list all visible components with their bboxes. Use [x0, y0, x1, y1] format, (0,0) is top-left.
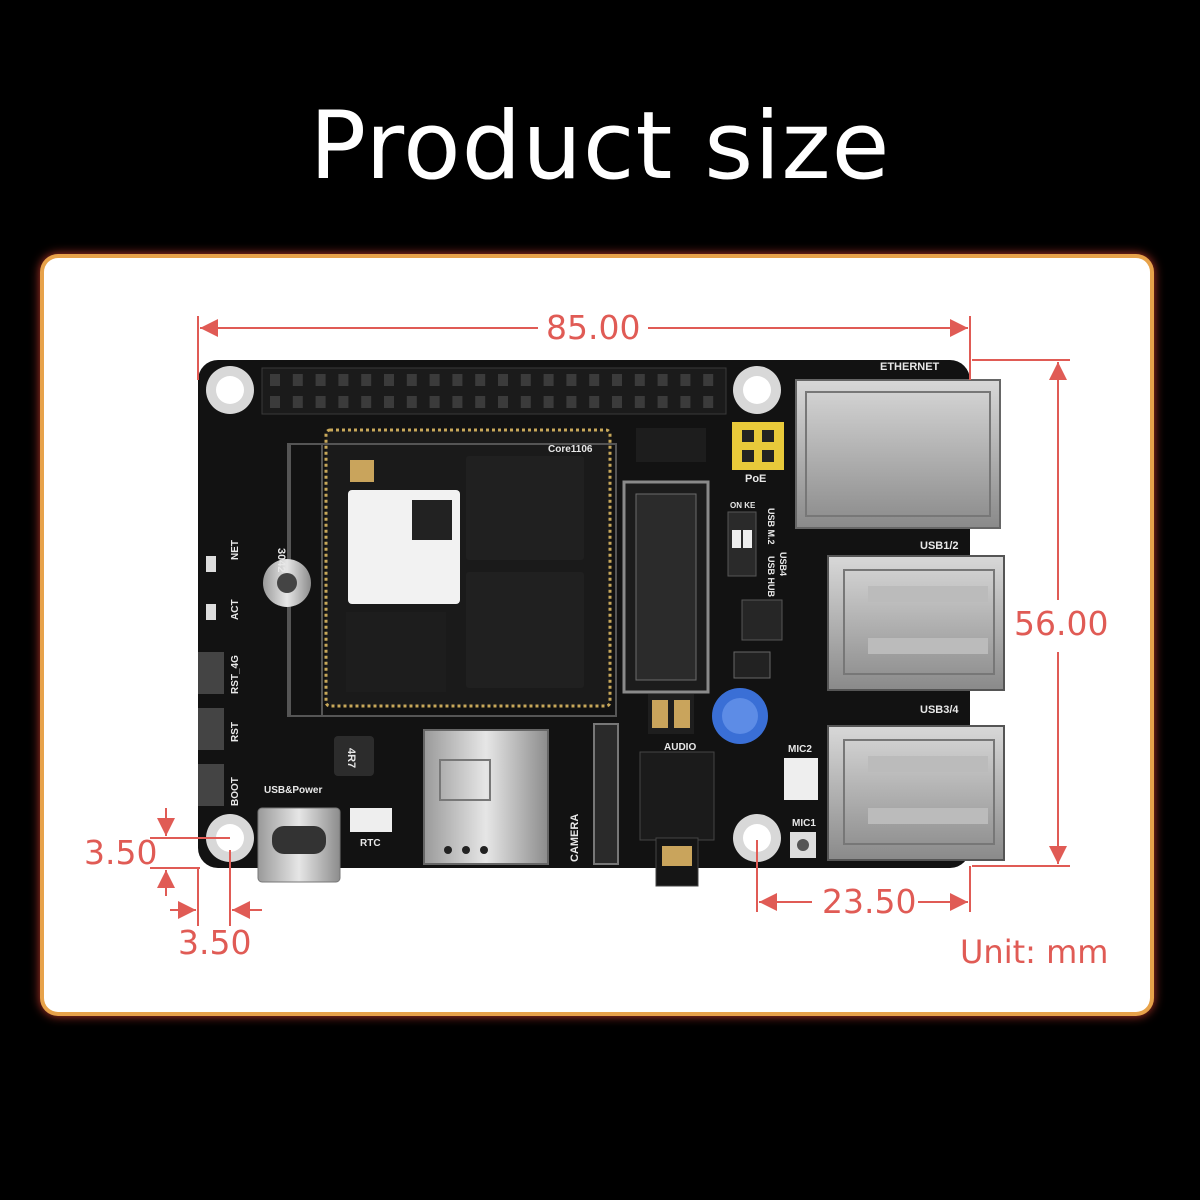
camera-connector [593, 723, 619, 865]
gpio-pin [520, 374, 531, 386]
page-title: Product size [309, 92, 891, 201]
dimension-lines [150, 316, 1070, 926]
gpio-pin [338, 396, 349, 408]
usb-port-3-4 [827, 725, 1005, 861]
rst-button [198, 708, 224, 750]
usb34-label: USB3/4 [920, 704, 959, 716]
gpio-pin [657, 396, 668, 408]
gpio-pin [315, 374, 326, 386]
inductor-label: 4R7 [345, 748, 357, 768]
usb12-label: USB1/2 [920, 540, 959, 552]
dip-label: ON KE [730, 501, 756, 510]
ram-chip [466, 572, 584, 688]
gpio-pin [680, 396, 691, 408]
net-led [206, 556, 216, 572]
gpio-pin [384, 374, 394, 386]
ethernet-port [795, 379, 1001, 529]
rst4g-label: RST_4G [230, 655, 241, 694]
mic2-connector [784, 758, 818, 800]
net-label: NET [230, 540, 241, 560]
boot-button [198, 764, 224, 806]
gpio-pin [452, 396, 463, 408]
gpio-pin [361, 396, 372, 408]
gpio-pin [703, 396, 714, 408]
mic2-label: MIC2 [788, 744, 812, 755]
usb-port-1-2 [827, 555, 1005, 691]
gpio-pin [634, 396, 645, 408]
rtc-label: RTC [360, 838, 381, 849]
poe-header [732, 422, 784, 470]
rtc-connector [350, 808, 392, 832]
gpio-pin [703, 374, 714, 386]
height-dimension: 56.00 [1014, 604, 1109, 643]
act-led [206, 604, 216, 620]
gpio-pin [612, 374, 622, 386]
audio-label: AUDIO [664, 742, 696, 753]
mounting-hole-icon [206, 366, 781, 862]
core-label: Core1106 [548, 444, 593, 455]
gpio-pin [498, 396, 508, 408]
gpio-pin [680, 374, 691, 386]
hole-offset-y-dimension: 3.50 [84, 833, 158, 872]
gpio-pin [566, 396, 577, 408]
gpio-pin [406, 396, 417, 408]
hole-offset-x-dimension: 3.50 [178, 923, 252, 962]
gpio-pin [612, 396, 622, 408]
gpio-pin [566, 374, 577, 386]
gpio-pin [361, 374, 372, 386]
gpio-pin [270, 396, 280, 408]
gpio-pin [475, 396, 486, 408]
rst-label: RST [230, 722, 241, 742]
audio-jack [639, 751, 715, 841]
inductor [334, 736, 374, 776]
unit-label: Unit: mm [960, 933, 1109, 971]
gpio-pin [429, 374, 440, 386]
gpio-pin [315, 396, 326, 408]
poe-label: PoE [745, 473, 766, 485]
gpio-pin [520, 396, 531, 408]
mic1-label: MIC1 [792, 818, 816, 829]
gpio-pin [292, 396, 303, 408]
gpio-header [261, 367, 727, 415]
gpio-pin [589, 396, 600, 408]
rst4g-button [198, 652, 224, 694]
hole-spacing-dimension: 23.50 [822, 882, 917, 921]
gpio-pin [429, 396, 440, 408]
slot-3042-label: 3042 [275, 548, 287, 572]
width-dimension: 85.00 [546, 308, 641, 347]
usb4-label: USB4 [778, 552, 788, 576]
gpio-pin [270, 374, 280, 386]
gpio-pin [384, 396, 394, 408]
gpio-pin [498, 374, 508, 386]
soc-chip [466, 456, 584, 560]
boot-label: BOOT [230, 777, 241, 806]
gpio-pin [452, 374, 463, 386]
gpio-pin [406, 374, 417, 386]
gpio-pin [543, 374, 554, 386]
usb-m2-label: USB M.2 [766, 508, 776, 545]
sd-card-slot [423, 729, 549, 865]
gpio-pin [543, 396, 554, 408]
ethernet-label: ETHERNET [880, 361, 940, 373]
camera-label: CAMERA [569, 814, 581, 862]
usb-power-label: USB&Power [264, 785, 322, 796]
gpio-pin [338, 374, 349, 386]
gpio-pin [292, 374, 303, 386]
usb-hub-label: USB HUB [766, 556, 776, 598]
act-label: ACT [230, 599, 241, 620]
gpio-pin [475, 374, 486, 386]
gpio-pin [589, 374, 600, 386]
gpio-pin [657, 374, 668, 386]
gpio-pin [634, 374, 645, 386]
